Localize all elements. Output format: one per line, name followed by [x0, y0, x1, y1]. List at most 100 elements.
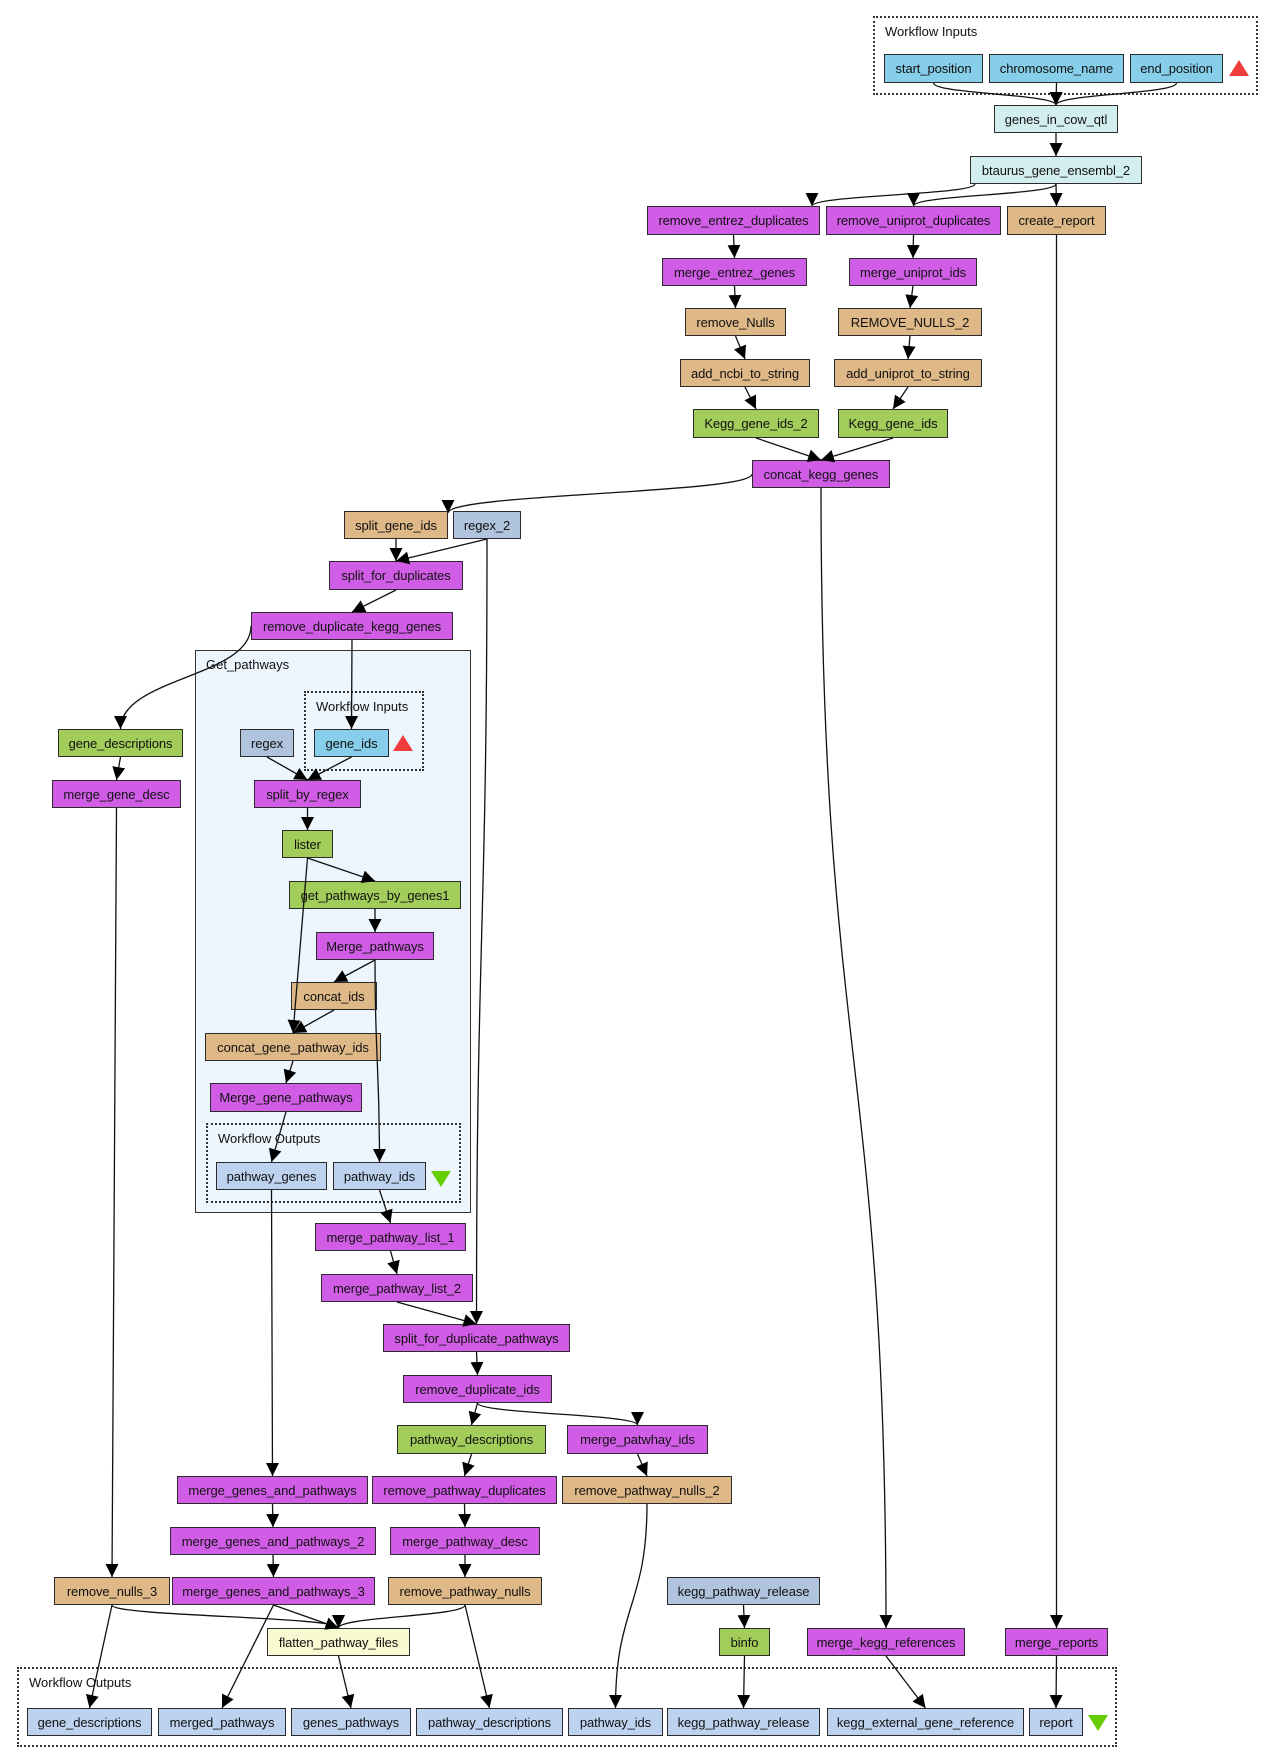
node-remove-pathway-nulls-2[interactable]: remove_pathway_nulls_2 — [562, 1476, 732, 1504]
edge-remove-nulls-2-to-add-uniprot-to-string — [902, 335, 916, 360]
node-merge-kegg-references[interactable]: merge_kegg_references — [807, 1628, 965, 1656]
node-kegg-gene-ids-2[interactable]: Kegg_gene_ids_2 — [693, 409, 819, 438]
node-out-kegg-pathway-release[interactable]: kegg_pathway_release — [667, 1708, 820, 1736]
node-label: regex_2 — [463, 517, 511, 533]
node-label: merge_genes_and_pathways — [188, 1482, 357, 1498]
node-label: concat_ids — [303, 988, 365, 1004]
outputs-marker-icon — [431, 1171, 451, 1187]
node-remove-duplicate-ids[interactable]: remove_duplicate_ids — [403, 1375, 552, 1403]
node-merge-uniprot-ids[interactable]: merge_uniprot_ids — [849, 258, 977, 286]
node-merge-genes-and-pathways-3[interactable]: merge_genes_and_pathways_3 — [172, 1577, 375, 1605]
node-label: merge_kegg_references — [816, 1634, 956, 1650]
node-label: remove_duplicate_ids — [415, 1381, 540, 1397]
edge-merge-genes-and-pathways-2-to-merge-genes-and-pathways-3 — [266, 1554, 280, 1578]
node-kegg-gene-ids[interactable]: Kegg_gene_ids — [838, 409, 948, 438]
node-genes-in-cow-qtl[interactable]: genes_in_cow_qtl — [994, 105, 1118, 133]
node-concat-kegg-genes[interactable]: concat_kegg_genes — [752, 460, 890, 488]
node-split-by-regex[interactable]: split_by_regex — [254, 780, 361, 808]
node-label: btaurus_gene_ensembl_2 — [981, 162, 1131, 178]
node-get-pathways-by-genes1[interactable]: get_pathways_by_genes1 — [289, 881, 461, 909]
node-add-uniprot-to-string[interactable]: add_uniprot_to_string — [834, 359, 982, 387]
node-out-kegg-external-gene-reference[interactable]: kegg_external_gene_reference — [827, 1708, 1024, 1736]
node-add-ncbi-to-string[interactable]: add_ncbi_to_string — [680, 359, 810, 387]
node-merge-genes-and-pathways-2[interactable]: merge_genes_and_pathways_2 — [170, 1527, 376, 1555]
cluster-title: Workflow Outputs — [29, 1675, 132, 1690]
node-merge-gene-pathways[interactable]: Merge_gene_pathways — [210, 1083, 362, 1112]
edge-kegg-gene-ids-to-concat-kegg-genes — [820, 437, 894, 463]
node-split-for-duplicate-pathways[interactable]: split_for_duplicate_pathways — [383, 1324, 570, 1352]
node-label: binfo — [730, 1634, 759, 1650]
edge-merge-entrez-genes-to-remove-nulls — [728, 285, 742, 309]
edge-gene-descriptions-to-merge-gene-desc — [112, 756, 126, 781]
node-remove-nulls-3[interactable]: remove_nulls_3 — [54, 1577, 170, 1605]
node-concat-gene-pathway-ids[interactable]: concat_gene_pathway_ids — [205, 1033, 381, 1061]
node-label: merge_pathway_list_2 — [332, 1280, 462, 1296]
edge-merge-uniprot-ids-to-remove-nulls-2 — [905, 285, 919, 309]
node-start-position[interactable]: start_position — [884, 54, 983, 83]
node-pathway-genes[interactable]: pathway_genes — [216, 1162, 327, 1190]
node-label: pathway_ids — [579, 1714, 652, 1730]
node-remove-entrez-duplicates[interactable]: remove_entrez_duplicates — [647, 206, 820, 235]
node-merge-patwhay-ids[interactable]: merge_patwhay_ids — [567, 1425, 708, 1454]
node-create-report[interactable]: create_report — [1007, 206, 1106, 235]
edge-split-for-duplicates-to-remove-duplicate-kegg-genes — [351, 589, 397, 613]
node-chromosome-name[interactable]: chromosome_name — [989, 54, 1124, 83]
node-label: genes_in_cow_qtl — [1004, 111, 1108, 127]
node-merge-entrez-genes[interactable]: merge_entrez_genes — [662, 258, 807, 286]
node-merge-pathway-desc[interactable]: merge_pathway_desc — [390, 1527, 540, 1555]
node-label: split_by_regex — [266, 786, 349, 802]
node-remove-nulls-2[interactable]: REMOVE_NULLS_2 — [838, 308, 982, 336]
node-out-report[interactable]: report — [1029, 1708, 1083, 1736]
node-label: Kegg_gene_ids — [848, 416, 938, 431]
node-out-gene-descriptions[interactable]: gene_descriptions — [27, 1708, 152, 1736]
node-label: merge_patwhay_ids — [580, 1432, 695, 1447]
node-label: get_pathways_by_genes1 — [300, 887, 450, 903]
node-end-position[interactable]: end_position — [1130, 54, 1223, 83]
node-merge-pathway-list-2[interactable]: merge_pathway_list_2 — [321, 1274, 473, 1302]
node-label: merge_pathway_list_1 — [326, 1229, 455, 1245]
node-kegg-pathway-release-src[interactable]: kegg_pathway_release — [667, 1577, 820, 1605]
node-label: split_for_duplicates — [341, 568, 451, 583]
node-inner-pathway-ids[interactable]: pathway_ids — [333, 1162, 426, 1190]
edge-add-uniprot-to-string-to-kegg-gene-ids — [892, 386, 909, 410]
node-pathway-descriptions[interactable]: pathway_descriptions — [397, 1425, 546, 1454]
node-remove-nulls[interactable]: remove_Nulls — [685, 308, 786, 336]
node-gene-ids[interactable]: gene_ids — [314, 729, 389, 757]
node-binfo[interactable]: binfo — [719, 1628, 770, 1656]
node-lister[interactable]: lister — [282, 830, 333, 858]
node-regex[interactable]: regex — [240, 729, 294, 757]
node-remove-pathway-nulls[interactable]: remove_pathway_nulls — [388, 1577, 542, 1605]
node-regex-2[interactable]: regex_2 — [453, 511, 521, 539]
node-merge-genes-and-pathways[interactable]: merge_genes_and_pathways — [177, 1476, 368, 1504]
node-btaurus-gene-ensembl-2[interactable]: btaurus_gene_ensembl_2 — [970, 156, 1142, 184]
node-label: add_uniprot_to_string — [846, 365, 970, 381]
edge-remove-pathway-nulls-to-flatten-pathway-files — [332, 1604, 466, 1629]
node-out-merged-pathways[interactable]: merged_pathways — [158, 1708, 286, 1736]
node-merge-pathway-list-1[interactable]: merge_pathway_list_1 — [315, 1223, 466, 1251]
node-concat-ids[interactable]: concat_ids — [291, 982, 377, 1010]
node-split-for-duplicates[interactable]: split_for_duplicates — [329, 561, 463, 590]
node-label: gene_descriptions — [37, 1714, 142, 1730]
edge-merge-genes-and-pathways-3-to-flatten-pathway-files — [273, 1604, 339, 1630]
node-label: merge_gene_desc — [63, 786, 170, 802]
node-remove-uniprot-duplicates[interactable]: remove_uniprot_duplicates — [826, 206, 1001, 235]
node-gene-descriptions[interactable]: gene_descriptions — [58, 729, 183, 757]
node-label: gene_descriptions — [68, 735, 173, 751]
node-label: merge_pathway_desc — [402, 1533, 528, 1549]
node-out-genes-pathways[interactable]: genes_pathways — [291, 1708, 411, 1736]
node-label: report — [1039, 1714, 1073, 1730]
node-out-pathway-ids[interactable]: pathway_ids — [568, 1708, 663, 1736]
node-merge-pathways[interactable]: Merge_pathways — [316, 932, 434, 960]
node-merge-gene-desc[interactable]: merge_gene_desc — [52, 780, 181, 808]
node-flatten-pathway-files[interactable]: flatten_pathway_files — [267, 1628, 410, 1656]
node-merge-reports[interactable]: merge_reports — [1005, 1628, 1108, 1656]
cluster-inner-inputs: Workflow Inputs — [304, 691, 424, 771]
edge-remove-duplicate-ids-to-merge-patwhay-ids — [476, 1402, 644, 1426]
cluster-title: Workflow Inputs — [885, 24, 978, 39]
node-remove-duplicate-kegg-genes[interactable]: remove_duplicate_kegg_genes — [251, 612, 453, 640]
edge-add-ncbi-to-string-to-kegg-gene-ids-2 — [744, 386, 757, 410]
node-label: remove_uniprot_duplicates — [836, 213, 991, 228]
node-out-pathway-descriptions[interactable]: pathway_descriptions — [416, 1708, 563, 1736]
node-remove-pathway-duplicates[interactable]: remove_pathway_duplicates — [372, 1476, 557, 1504]
node-split-gene-ids[interactable]: split_gene_ids — [344, 511, 448, 539]
